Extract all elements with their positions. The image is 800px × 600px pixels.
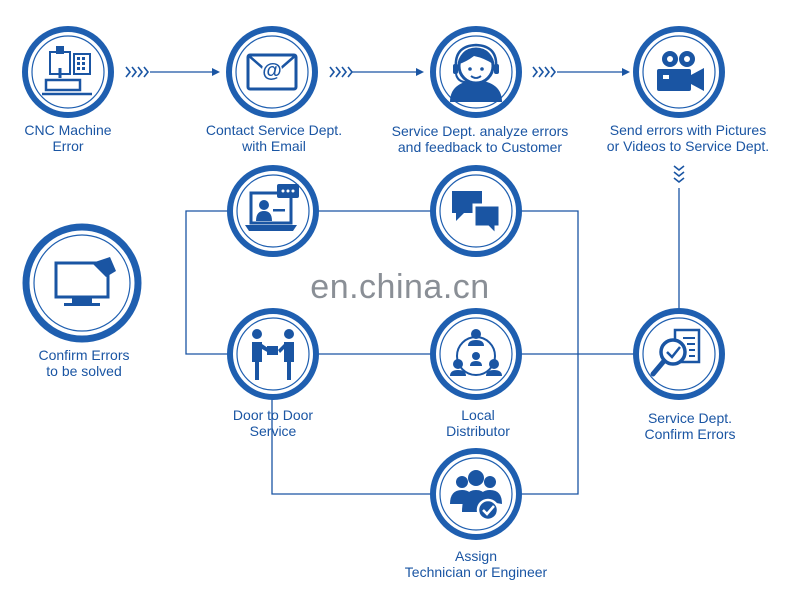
caption-door: Door to Door Service: [173, 407, 373, 439]
arrow-head-1: [212, 68, 220, 76]
chevron-group-3: [532, 66, 557, 78]
caption-line: Distributor: [446, 423, 510, 439]
caption-line: Service: [249, 423, 297, 439]
caption-line: Door to Door: [232, 407, 314, 423]
caption-line: Service Dept. analyze errors: [391, 123, 569, 139]
caption-line: Confirm Errors: [38, 347, 130, 363]
caption-line: Error: [52, 138, 84, 154]
caption-line: or Videos to Service Dept.: [606, 138, 770, 154]
caption-line: Service Dept.: [647, 410, 733, 426]
chat-bubbles-icon: [452, 191, 502, 239]
svg-text:@: @: [262, 60, 282, 82]
team-check-icon: [450, 470, 502, 522]
caption-line: and feedback to Customer: [397, 139, 563, 155]
caption-line: Assign: [454, 548, 498, 564]
network-people-icon: [450, 329, 502, 376]
caption-confirm-errors: Service Dept. Confirm Errors: [590, 410, 790, 442]
monitor-check-icon: [54, 257, 116, 306]
watermark: en.china.cn: [310, 268, 490, 306]
arrow-head-3: [622, 68, 630, 76]
caption-assign: Assign Technician or Engineer: [376, 548, 576, 580]
video-camera-icon: [657, 51, 704, 91]
arrow-head-2: [416, 68, 424, 76]
chevrons: [125, 66, 685, 184]
caption-contact: Contact Service Dept. with Email: [174, 122, 374, 154]
caption-line: CNC Machine: [24, 122, 112, 138]
chevron-group-down: [673, 165, 685, 184]
caption-cnc-error: CNC Machine Error: [0, 122, 168, 154]
handover-icon: [252, 329, 294, 380]
caption-line: Local: [461, 407, 495, 423]
connector-door-assign: [271, 398, 432, 495]
caption-line: with Email: [242, 138, 306, 154]
caption-distributor: Local Distributor: [378, 407, 578, 439]
caption-line: Technician or Engineer: [404, 564, 548, 580]
cnc-machine-icon: [42, 46, 92, 96]
caption-line: Confirm Errors: [644, 426, 736, 442]
caption-line: to be solved: [46, 363, 122, 379]
arrow-heads: [212, 68, 630, 76]
magnifier-document-icon: [650, 328, 701, 377]
email-envelope-icon: @: [246, 53, 298, 91]
connector-top-loop: [185, 210, 228, 355]
caption-line: Contact Service Dept.: [205, 122, 343, 138]
caption-send-errors: Send errors with Pictures or Videos to S…: [588, 122, 788, 154]
chevron-group-1: [125, 66, 150, 78]
support-agent-icon: [450, 43, 502, 102]
connector-chat-right: [520, 210, 579, 495]
caption-analyze: Service Dept. analyze errors and feedbac…: [380, 123, 580, 155]
node-cnc-error: [22, 26, 114, 118]
caption-line: Send errors with Pictures: [609, 122, 767, 138]
caption-confirm-solved: Confirm Errors to be solved: [0, 347, 184, 379]
chevron-group-2: [329, 66, 354, 78]
connectors: [150, 71, 680, 495]
online-support-icon: [245, 184, 299, 231]
